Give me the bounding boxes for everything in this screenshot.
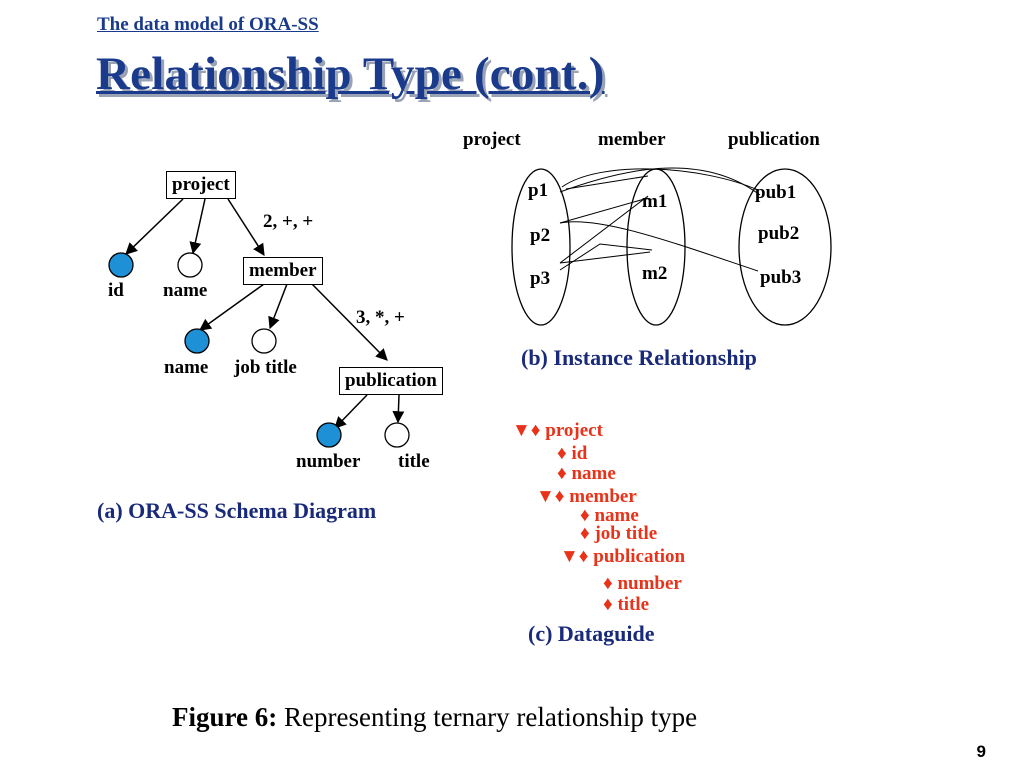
publication-set-ellipse bbox=[738, 168, 832, 326]
instance-p1: p1 bbox=[528, 180, 549, 201]
instance-p3: p3 bbox=[530, 268, 551, 289]
edge-project-id bbox=[125, 198, 184, 255]
figure-caption: Figure 6: Representing ternary relations… bbox=[172, 702, 697, 733]
page-number: 9 bbox=[976, 742, 986, 761]
edge-publication-number bbox=[334, 394, 368, 429]
edge-project-name bbox=[189, 198, 206, 255]
link-p1-pub1 bbox=[561, 168, 759, 191]
project-set-ellipse bbox=[511, 168, 571, 326]
dataguide-item-job-title: ♦ job title bbox=[580, 523, 658, 544]
attr-label-number: number bbox=[296, 451, 361, 472]
attr-circle-title bbox=[384, 422, 410, 448]
slide-title: Relationship Type (cont.) bbox=[96, 48, 605, 100]
attr-circle-name bbox=[177, 252, 203, 278]
slide-subtitle: The data model of ORA-SS bbox=[97, 14, 319, 35]
link-p3-m2-b bbox=[559, 243, 653, 271]
attr-label-name: name bbox=[163, 280, 208, 301]
link-p1-pub1-b bbox=[559, 167, 761, 196]
instance-header-member: member bbox=[598, 129, 666, 150]
dataguide-item-member-name: ♦ name bbox=[580, 505, 639, 526]
edge-member-name bbox=[199, 283, 265, 331]
instance-links bbox=[559, 167, 761, 272]
edge-member-publication bbox=[311, 283, 388, 361]
figure-label: Figure 6: bbox=[172, 702, 278, 732]
link-p1-m1 bbox=[565, 175, 649, 190]
project-object-box: project bbox=[166, 171, 236, 199]
dataguide-item-project: ▼♦ project bbox=[512, 420, 603, 441]
schema-edges bbox=[125, 198, 405, 429]
attr-circle-id-key bbox=[108, 252, 134, 278]
instance-m1: m1 bbox=[642, 191, 668, 212]
relationship-label-member-publication: 3, *, + bbox=[356, 307, 405, 328]
edge-project-member bbox=[227, 198, 265, 257]
edge-member-jobtitle bbox=[268, 283, 288, 330]
attr-label-job-title: job title bbox=[234, 357, 297, 378]
attr-label-title: title bbox=[398, 451, 430, 472]
edge-publication-title bbox=[392, 394, 405, 424]
attr-circle-job-title bbox=[251, 328, 277, 354]
dataguide-item-title: ♦ title bbox=[603, 594, 650, 615]
relationship-label-project-member: 2, +, + bbox=[263, 211, 314, 232]
attr-label-id: id bbox=[108, 280, 124, 301]
dataguide-item-id: ♦ id bbox=[557, 443, 588, 464]
schema-attribute-circles bbox=[108, 252, 410, 448]
link-p2-pub3 bbox=[559, 221, 759, 272]
dataguide-item-member: ▼♦ member bbox=[536, 486, 637, 507]
dataguide-item-number: ♦ number bbox=[603, 573, 682, 594]
dataguide-caption: (c) Dataguide bbox=[528, 621, 655, 646]
instance-relationship-caption: (b) Instance Relationship bbox=[521, 345, 757, 370]
schema-diagram-caption: (a) ORA-SS Schema Diagram bbox=[97, 498, 377, 523]
publication-object-box: publication bbox=[339, 367, 443, 395]
dataguide-item-publication: ▼♦ publication bbox=[560, 546, 686, 567]
link-p3-m1 bbox=[559, 195, 649, 264]
instance-header-publication: publication bbox=[728, 129, 820, 150]
dataguide-item-name: ♦ name bbox=[557, 463, 616, 484]
instance-m2: m2 bbox=[642, 263, 668, 284]
instance-pub1: pub1 bbox=[755, 182, 797, 203]
figure-text: Representing ternary relationship type bbox=[277, 702, 698, 732]
instance-p2: p2 bbox=[530, 225, 551, 246]
link-p3-m2 bbox=[559, 251, 651, 264]
instance-header-project: project bbox=[463, 129, 521, 150]
link-p2-m1 bbox=[559, 197, 649, 224]
member-relationship-box: member bbox=[243, 257, 323, 285]
attr-circle-member-name-key bbox=[184, 328, 210, 354]
instance-pub2: pub2 bbox=[758, 223, 800, 244]
attr-circle-number-key bbox=[316, 422, 342, 448]
instance-pub3: pub3 bbox=[760, 267, 802, 288]
attr-label-member-name: name bbox=[164, 357, 209, 378]
